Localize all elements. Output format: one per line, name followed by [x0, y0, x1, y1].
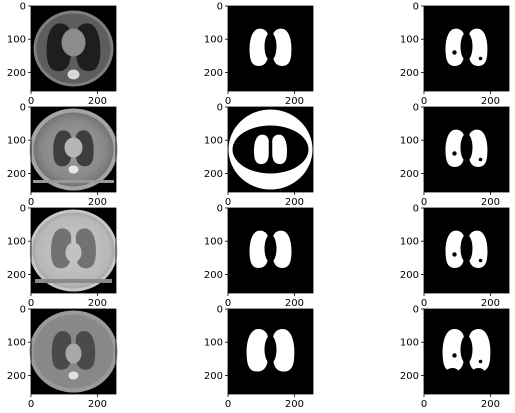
x-tick-label: 200	[88, 96, 107, 107]
y-tick-label: 200	[400, 169, 419, 180]
predicted-mask-image	[424, 309, 509, 394]
y-tick-label: 200	[204, 371, 223, 382]
axis-frame	[423, 106, 510, 193]
y-tick-label: 0	[20, 103, 26, 114]
ct-slice-image	[29, 107, 118, 192]
y-tick-label: 100	[7, 35, 26, 46]
x-tick-label: 0	[225, 96, 231, 107]
panel-predicted-mask-row-4: 0 100 200 0 200	[400, 305, 510, 410]
y-tick-label: 200	[7, 169, 26, 180]
x-tick-label: 0	[421, 96, 427, 107]
y-tick-label: 200	[400, 270, 419, 281]
x-tick-label: 0	[225, 298, 231, 309]
y-tick-label: 200	[204, 169, 223, 180]
ground-truth-mask-image	[228, 309, 313, 394]
y-tick-label: 100	[204, 35, 223, 46]
y-tick-label: 0	[413, 204, 419, 215]
axis-frame	[30, 308, 117, 395]
predicted-mask-image	[424, 208, 509, 293]
ground-truth-mask-image	[228, 208, 313, 293]
y-tick-label: 200	[7, 68, 26, 79]
y-tick-label: 100	[7, 237, 26, 248]
x-tick-label: 200	[285, 96, 304, 107]
y-tick-label: 100	[204, 136, 223, 147]
x-tick-label: 200	[285, 298, 304, 309]
panel-predicted-mask-row-1: 0 100 200 0 200	[400, 2, 510, 107]
y-tick-label: 100	[400, 35, 419, 46]
y-tick-label: 200	[7, 270, 26, 281]
y-tick-label: 0	[217, 103, 223, 114]
ground-truth-mask-image	[228, 107, 313, 192]
x-tick-label: 200	[88, 298, 107, 309]
y-tick-label: 200	[400, 371, 419, 382]
x-tick-label: 200	[481, 197, 500, 208]
x-tick-label: 0	[28, 399, 34, 410]
axis-frame	[30, 5, 117, 92]
y-tick-label: 200	[400, 68, 419, 79]
y-tick-label: 0	[413, 305, 419, 316]
axis-frame	[423, 308, 510, 395]
panel-ct-slice-row-4: 0 100 200 0 200	[7, 305, 118, 410]
y-tick-label: 0	[217, 2, 223, 13]
y-tick-label: 0	[20, 204, 26, 215]
y-tick-label: 100	[400, 237, 419, 248]
x-tick-label: 0	[225, 197, 231, 208]
axis-frame	[423, 5, 510, 92]
y-tick-label: 0	[413, 2, 419, 13]
axis-frame	[227, 106, 314, 193]
ct-slice-image	[29, 309, 118, 394]
ground-truth-mask-image	[228, 6, 313, 91]
panel-ground-truth-mask-row-1: 0 100 200 0 200	[204, 2, 314, 107]
y-tick-label: 100	[7, 338, 26, 349]
panel-ground-truth-mask-row-4: 0 100 200 0 200	[204, 305, 314, 410]
x-tick-label: 200	[481, 96, 500, 107]
panel-ct-slice-row-3: 0 100 200 0 200	[7, 204, 118, 309]
y-tick-label: 0	[413, 103, 419, 114]
panel-ground-truth-mask-row-3: 0 100 200 0 200	[204, 204, 314, 309]
axis-frame	[423, 207, 510, 294]
x-tick-label: 200	[285, 399, 304, 410]
y-tick-label: 200	[7, 371, 26, 382]
x-tick-label: 200	[481, 399, 500, 410]
x-tick-label: 200	[88, 399, 107, 410]
x-tick-label: 0	[28, 197, 34, 208]
y-tick-label: 0	[20, 2, 26, 13]
x-tick-label: 0	[225, 399, 231, 410]
y-tick-label: 100	[400, 136, 419, 147]
x-tick-label: 200	[88, 197, 107, 208]
axis-frame	[30, 207, 117, 294]
predicted-mask-image	[424, 6, 509, 91]
ct-slice-image	[31, 6, 116, 91]
predicted-mask-image	[424, 107, 509, 192]
ct-slice-image	[29, 208, 118, 293]
panel-ct-slice-row-1: 0 100 200 0 200	[7, 2, 117, 107]
panel-ground-truth-mask-row-2: 0 100 200 0 200	[204, 103, 314, 208]
panel-predicted-mask-row-3: 0 100 200 0 200	[400, 204, 510, 309]
y-tick-label: 100	[204, 338, 223, 349]
y-tick-label: 0	[217, 305, 223, 316]
panel-predicted-mask-row-2: 0 100 200 0 200	[400, 103, 510, 208]
y-tick-label: 200	[204, 68, 223, 79]
axis-frame	[227, 207, 314, 294]
x-tick-label: 200	[285, 197, 304, 208]
y-tick-label: 200	[204, 270, 223, 281]
panel-ct-slice-row-2: 0 100 200 0 200	[7, 103, 118, 208]
y-tick-label: 0	[217, 204, 223, 215]
y-tick-label: 100	[400, 338, 419, 349]
x-tick-label: 200	[481, 298, 500, 309]
x-tick-label: 0	[421, 399, 427, 410]
axis-frame	[30, 106, 117, 193]
y-tick-label: 100	[7, 136, 26, 147]
y-tick-label: 0	[20, 305, 26, 316]
y-tick-label: 100	[204, 237, 223, 248]
x-tick-label: 0	[28, 298, 34, 309]
axis-frame	[227, 308, 314, 395]
axis-frame	[227, 5, 314, 92]
x-tick-label: 0	[28, 96, 34, 107]
x-tick-label: 0	[421, 197, 427, 208]
x-tick-label: 0	[421, 298, 427, 309]
